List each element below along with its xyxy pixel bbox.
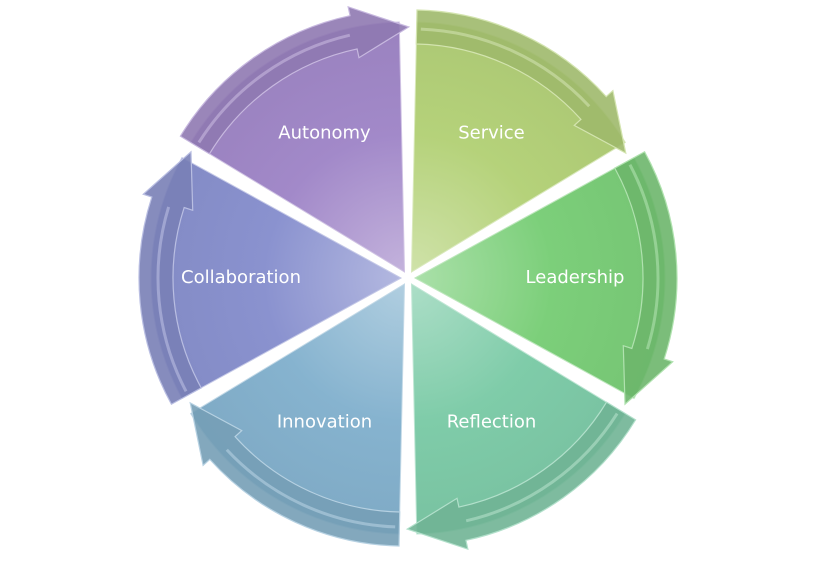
segment-arrow [405, 401, 637, 551]
segment-label-leadership: Leadership [526, 267, 625, 288]
segment-arrow-highlight [225, 448, 396, 529]
segment-arrow-highlight [156, 206, 188, 393]
segment-autonomy: Autonomy [179, 5, 411, 273]
segment-arrow [613, 150, 678, 406]
segment-arrow-highlight [197, 33, 351, 144]
segment-label-collaboration: Collaboration [181, 267, 301, 288]
segment-arrow [138, 150, 203, 406]
segment-arrow-highlight [420, 27, 591, 108]
segment-arrow [415, 9, 627, 155]
segment-arrow [179, 5, 411, 155]
segment-label-innovation: Innovation [277, 412, 372, 433]
segment-leadership: Leadership [413, 150, 678, 406]
segment-reflection: Reflection [405, 283, 637, 551]
segment-label-autonomy: Autonomy [278, 122, 371, 143]
segment-label-service: Service [458, 122, 525, 143]
segment-arrow [189, 401, 401, 547]
segment-innovation: Innovation [189, 283, 406, 547]
segment-service: Service [410, 9, 627, 273]
segment-label-reflection: Reflection [447, 412, 537, 433]
segment-arrow-highlight [628, 163, 660, 350]
segment-arrow-highlight [465, 412, 619, 523]
segment-collaboration: Collaboration [138, 150, 403, 406]
